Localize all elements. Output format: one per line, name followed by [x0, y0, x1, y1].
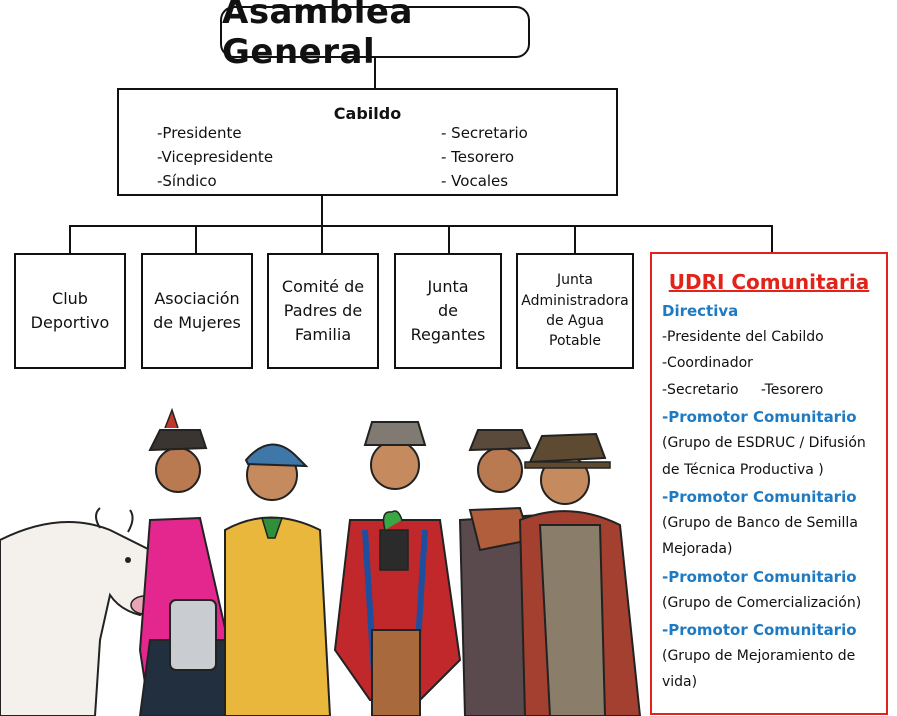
- udri-item: (Grupo de Comercialización): [662, 594, 862, 611]
- connector-org-2: [195, 225, 197, 253]
- connector-org-1: [69, 225, 71, 253]
- udri-item: -Secretario -Tesorero: [662, 381, 824, 398]
- udri-heading: Directiva: [662, 302, 739, 320]
- cabildo-title: Cabildo: [333, 104, 402, 123]
- connector-udri: [771, 225, 773, 252]
- udri-item: de Técnica Productiva ): [662, 461, 824, 478]
- old-man-illustration: [518, 432, 642, 716]
- connector-title-cabildo: [374, 58, 376, 88]
- org-box-comite-padres: Comité de Padres de Familia: [267, 253, 379, 369]
- asamblea-general-title: Asamblea General: [222, 0, 413, 72]
- connector-org-4: [448, 225, 450, 253]
- cabildo-role-presidente: -Presidente: [157, 124, 242, 142]
- org-label-junta-regantes: Junta de Regantes: [410, 277, 486, 344]
- cabildo-role-vocales: - Vocales: [441, 172, 509, 190]
- connector-org-3: [321, 225, 323, 253]
- udri-item: Mejorada): [662, 541, 733, 558]
- man-yellow-illustration: [224, 443, 332, 716]
- connector-cabildo-down: [321, 196, 323, 226]
- udri-heading: -Promotor Comunitario: [662, 408, 857, 427]
- udri-title: UDRI Comunitaria: [668, 270, 870, 294]
- org-label-comite-padres: Comité de Padres de Familia: [281, 277, 365, 344]
- org-label-club-deportivo: Club Deportivo: [30, 289, 110, 332]
- cabildo-role-vicepresidente: -Vicepresidente: [157, 148, 274, 166]
- connector-org-5: [574, 225, 576, 253]
- udri-heading: -Promotor Comunitario: [662, 488, 857, 507]
- udri-item: vida): [662, 674, 698, 691]
- connector-horizontal-bus: [69, 225, 773, 227]
- udri-heading: -Promotor Comunitario: [662, 568, 857, 586]
- woman-pink-illustration: [138, 407, 242, 716]
- cabildo-box: Cabildo -Presidente -Vicepresidente -Sín…: [117, 88, 618, 196]
- udri-comunitaria-box: UDRI Comunitaria Directiva -Presidente de…: [650, 252, 888, 715]
- man-poncho-illustration: [333, 421, 462, 716]
- udri-item: (Grupo de Banco de Semilla: [662, 514, 858, 531]
- org-label-junta-agua: Junta Administradora de Agua Potable: [521, 272, 629, 350]
- cow-illustration: [0, 507, 165, 716]
- udri-item: (Grupo de Mejoramiento de: [662, 647, 856, 664]
- asamblea-general-box: Asamblea General: [220, 0, 530, 72]
- villagers-illustration: [0, 407, 642, 716]
- org-box-asociacion-mujeres: Asociación de Mujeres: [141, 253, 253, 369]
- cabildo-role-sindico: -Síndico: [157, 172, 217, 190]
- cabildo-role-secretario: - Secretario: [441, 124, 528, 142]
- org-label-asociacion-mujeres: Asociación de Mujeres: [153, 289, 241, 332]
- org-box-junta-regantes: Junta de Regantes: [394, 253, 502, 369]
- udri-heading: -Promotor Comunitario: [662, 621, 857, 640]
- org-box-junta-agua: Junta Administradora de Agua Potable: [516, 253, 634, 369]
- udri-item: -Coordinador: [662, 355, 753, 372]
- udri-item: (Grupo de ESDRUC / Difusión: [662, 435, 866, 451]
- udri-item: -Presidente del Cabildo: [662, 328, 824, 345]
- org-box-club-deportivo: Club Deportivo: [14, 253, 126, 369]
- cabildo-role-tesorero: - Tesorero: [441, 148, 515, 166]
